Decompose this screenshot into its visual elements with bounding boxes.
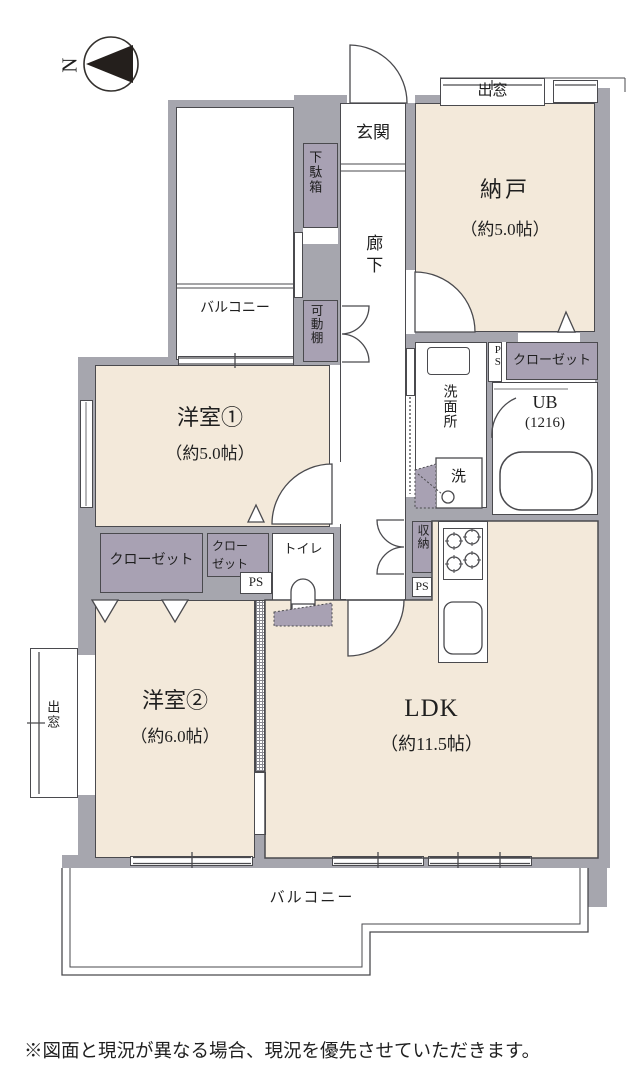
closet-triangle-1 (90, 599, 120, 624)
room-yoshitsu2 (95, 600, 255, 858)
disclaimer-note: ※図面と現況が異なる場合、現況を優先させていただきます。 (24, 1042, 541, 1062)
ps-kitchen-label: PS (415, 579, 429, 593)
closet-triangle-2 (160, 599, 190, 624)
ub-size: (1216) (525, 415, 565, 431)
ps-mid-label: PS (248, 574, 264, 589)
opening-yoshitsu1-door (330, 462, 342, 524)
vent-triangle-yoshitsu1 (246, 503, 266, 523)
door-arc-yoshitsu1 (271, 463, 333, 525)
sen-label: 洗 (451, 469, 467, 485)
closet-left-box (100, 533, 203, 593)
opening-nando-door (406, 270, 415, 334)
door-arc-ldk (347, 599, 405, 657)
closet-small-box (207, 533, 269, 577)
kadoudana-label: 可動棚 (308, 304, 323, 345)
getabako-box (303, 143, 338, 228)
ub-name: UB (532, 392, 558, 412)
wall-upper-balcony-left (168, 100, 178, 362)
closet-right-box (506, 342, 598, 380)
yoshitsu1-size: （約5.0帖） (165, 444, 255, 463)
kadoudana-box (303, 300, 338, 362)
doors-shuno (376, 519, 405, 575)
compass-north-label: N (57, 57, 82, 73)
nando-name: 納戸 (479, 177, 530, 202)
closet-small-line1: クロー (212, 539, 249, 553)
wall-upper-balcony-top (168, 100, 308, 109)
bathtub-icon (499, 451, 593, 511)
upper-balcony (176, 107, 294, 360)
balcony-railing-inner (69, 868, 581, 968)
nando-size: （約5.0帖） (460, 220, 550, 239)
senmenjo-sink-counter (427, 347, 470, 375)
door-arc-ub (491, 397, 517, 439)
yoshitsu2-size: （約6.0帖） (130, 727, 220, 746)
closet-small-label: クロー ゼット (212, 537, 248, 573)
window-upper-balcony (178, 356, 294, 366)
demado-left-label: 出窓 (45, 700, 61, 730)
ldk-size: （約11.5帖） (380, 734, 483, 754)
yoshitsu2-name: 洋室② (141, 688, 208, 713)
stove-burners-icon (445, 528, 481, 573)
opening-closet-right (518, 333, 580, 342)
entry-column-gap (303, 228, 338, 244)
kitchen-sink-icon (443, 601, 483, 655)
door-arc-nando (414, 271, 476, 333)
wall-senmen-ub-sep (487, 342, 492, 508)
washer-floor (414, 463, 437, 509)
window-top-right (553, 80, 598, 103)
toilet-floor (273, 602, 333, 627)
entry-hall-corridor (340, 103, 406, 600)
opening-balcony-window-col (294, 232, 303, 298)
demado-top-label: 出窓 (477, 83, 508, 99)
senmenjo-label: 洗面所 (441, 384, 457, 429)
window-left-wall (80, 400, 93, 508)
ps-top-label: PS (491, 344, 504, 368)
vent-triangle-nando (557, 310, 577, 333)
compass-needle (86, 45, 133, 83)
lower-balcony-label: バルコニー (269, 890, 355, 906)
closet-small-line2: ゼット (212, 557, 249, 571)
closet-left-label: クローゼット (109, 553, 194, 568)
senmen-door-pocket (406, 348, 415, 396)
ps-box-mid (240, 572, 272, 594)
shuno-label: 収納 (416, 524, 430, 550)
balcony-railing-outer (61, 868, 589, 976)
opening-ldk-door (346, 594, 404, 601)
toilet-label: トイレ (283, 541, 323, 556)
upper-balcony-label: バルコニー (200, 301, 270, 316)
ldk-name: LDK (404, 695, 459, 722)
yoshitsu1-name: 洋室① (176, 405, 243, 430)
washer-drain-icon (441, 490, 455, 504)
window-bottom-3 (428, 856, 532, 866)
opening-bay-left (78, 655, 95, 795)
genkan-label: 玄関 (356, 123, 390, 142)
wall-nando-bottom (406, 332, 598, 342)
doors-kadoudana (341, 305, 370, 363)
getabako-label: 下駄箱 (307, 150, 323, 195)
closet-right-label: クローゼット (512, 352, 591, 367)
ps-box-top (488, 342, 502, 382)
rouka-label: 廊下 (363, 234, 383, 278)
door-arc-genkan (349, 44, 408, 104)
wall-partition-lower (254, 835, 266, 858)
